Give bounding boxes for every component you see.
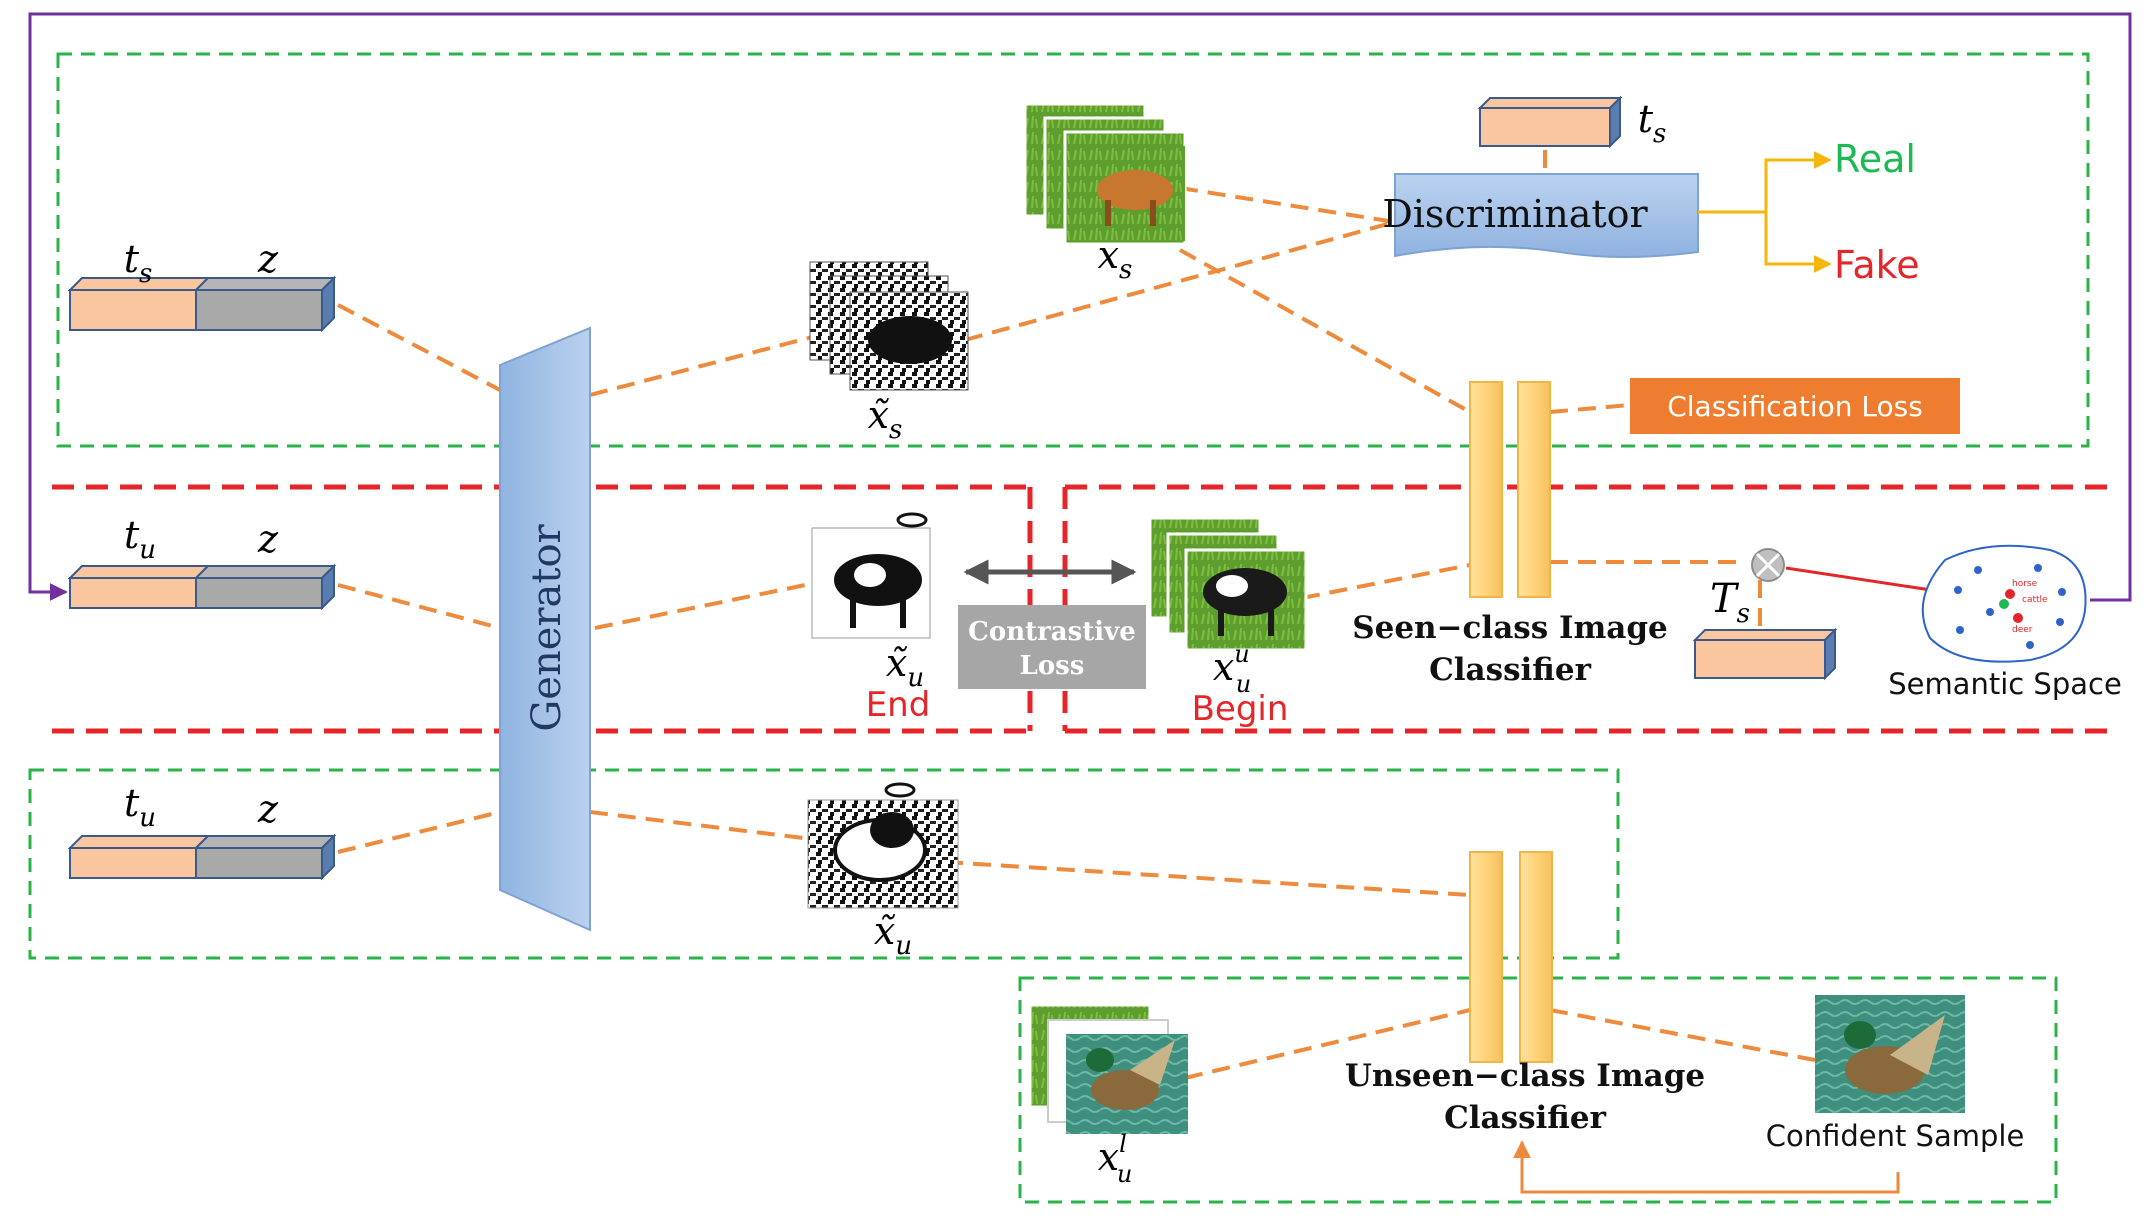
discriminator-label: Discriminator [1382, 192, 1648, 236]
xu-l-sup: l [1119, 1130, 1127, 1158]
xs-tilde-sub: s [889, 415, 902, 445]
generator-block: Generator [499, 326, 591, 932]
input-z-label: z [257, 517, 279, 561]
svg-text:x̃u: x̃u [874, 909, 912, 961]
svg-text:xs: xs [1098, 233, 1133, 285]
svg-text:Ts: Ts [1710, 576, 1750, 629]
Ts-combination: Ts [1692, 548, 2013, 681]
input-z-label: z [257, 787, 279, 831]
svg-text:ts: ts [1638, 97, 1667, 149]
contrastive-loss-box: Contrastive Loss [958, 605, 1146, 689]
discriminator-block: Discriminator [1382, 173, 1699, 258]
xu-tilde-bottom-sub: u [895, 931, 912, 961]
unseen-generation-region [28, 768, 1620, 960]
xu-tilde-base: x̃ [886, 641, 907, 685]
seen-classifier-line1: Seen−class Image [1352, 610, 1668, 646]
begin-label: Begin [1192, 689, 1289, 729]
confident-sample: Confident Sample [1766, 995, 2025, 1153]
classification-loss-label: Classification Loss [1667, 390, 1923, 423]
unseen-classifier-line1: Unseen−class Image [1345, 1058, 1705, 1094]
xs-tilde-base: x̃ [868, 393, 889, 437]
semantic-space: horse cattle deer Semantic Space [1888, 544, 2122, 701]
ts-top-base: t [1638, 97, 1654, 141]
xs-base: x [1098, 233, 1119, 277]
end-label: End [866, 685, 931, 725]
svg-text:xuu: xuu [1213, 640, 1251, 698]
real-seen-images: xs [1023, 102, 1187, 285]
seen-training-region [56, 52, 2090, 448]
contrastive-loss-line1: Contrastive [968, 617, 1136, 647]
seen-classifier-line2: Classifier [1429, 652, 1591, 688]
confident-feedback-arrow [1513, 1140, 1900, 1194]
unseen-class-classifier: Unseen−class Image Classifier [1345, 851, 1705, 1136]
xu-u-sub: u [1236, 670, 1251, 698]
input-t-subscript: s [139, 259, 152, 289]
input-vector-row3: tu z [67, 781, 337, 881]
input-vector-row2: tu z [67, 513, 337, 611]
input-t-label: t [124, 237, 140, 281]
xu-l-sub: u [1117, 1160, 1132, 1188]
input-t-label: t [124, 513, 140, 557]
orange-connections [337, 150, 1816, 1080]
generator-label: Generator [524, 523, 570, 731]
generated-unseen-images: x̃u End [811, 512, 931, 725]
semantic-point-deer: deer [2012, 625, 2033, 635]
xu-tilde-sub: u [907, 663, 924, 693]
svg-text:x̃u: x̃u [886, 641, 924, 693]
purple-feedback-loop [28, 12, 2132, 602]
Ts-base: T [1710, 576, 1740, 622]
xu-tilde-bottom-base: x̃ [874, 909, 895, 953]
input-t-label: t [124, 781, 140, 825]
contrastive-loss-line2: Loss [1020, 651, 1085, 681]
generated-unseen-bottom: x̃u [807, 782, 959, 961]
semantic-point-cattle: cattle [2022, 595, 2048, 605]
svg-text:xlu: xlu [1098, 1130, 1133, 1188]
svg-text:tu: tu [124, 781, 156, 833]
seen-class-classifier: Seen−class Image Classifier [1352, 381, 1668, 688]
unseen-classifier-line2: Classifier [1444, 1100, 1606, 1136]
fake-output-label: Fake [1834, 243, 1920, 287]
xu-u-base: x [1213, 645, 1234, 689]
real-output-label: Real [1834, 137, 1916, 181]
generated-seen-images: x̃s [809, 261, 969, 445]
semantic-space-label: Semantic Space [1888, 667, 2122, 701]
input-z-label: z [257, 237, 279, 281]
svg-text:ts: ts [124, 237, 153, 289]
svg-text:x̃s: x̃s [868, 393, 903, 445]
ts-top-sub: s [1653, 119, 1666, 149]
Ts-sub: s [1737, 599, 1750, 629]
real-fake-branch: Real Fake [1698, 137, 1920, 287]
ts-top-vector: ts [1477, 95, 1667, 149]
input-t-subscript: u [139, 803, 156, 833]
xu-u-sup: u [1234, 640, 1249, 668]
xu-l-base: x [1098, 1135, 1119, 1179]
semantic-point-horse: horse [2012, 579, 2038, 589]
confident-sample-label: Confident Sample [1766, 1119, 2025, 1153]
svg-text:tu: tu [124, 513, 156, 565]
input-vector-row1: ts z [67, 237, 337, 333]
classification-loss-box: Classification Loss [1630, 378, 1960, 434]
input-t-subscript: u [139, 535, 156, 565]
xs-sub: s [1119, 255, 1132, 285]
